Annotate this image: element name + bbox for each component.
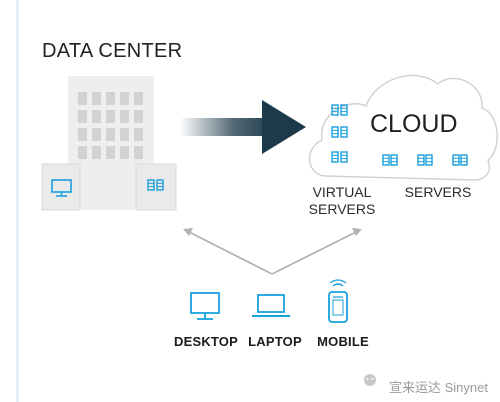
building-window xyxy=(106,128,115,141)
mobile-icon xyxy=(328,279,348,323)
device-connectors xyxy=(183,228,362,275)
building-window xyxy=(92,110,101,123)
building-window xyxy=(78,92,87,105)
virtual-servers-label: VIRTUAL SERVERS xyxy=(308,184,376,217)
building-window xyxy=(120,128,129,141)
server-icons xyxy=(382,154,468,166)
building-window xyxy=(78,110,87,123)
migration-arrow xyxy=(180,100,306,154)
building-window xyxy=(106,146,115,159)
building-monitor-block xyxy=(41,163,81,211)
data-center-building xyxy=(41,76,177,211)
virtual-server-icons xyxy=(331,104,348,163)
desktop-label: DESKTOP xyxy=(173,334,238,349)
watermark-logo xyxy=(364,374,376,386)
building-windows xyxy=(78,92,143,159)
building-window xyxy=(78,146,87,159)
monitor-icon xyxy=(51,179,72,197)
building-window xyxy=(134,110,143,123)
building-window xyxy=(120,146,129,159)
data-center-label: DATA CENTER xyxy=(42,40,183,62)
building-window xyxy=(78,128,87,141)
building-window xyxy=(134,92,143,105)
building-window xyxy=(92,146,101,159)
building-window xyxy=(92,92,101,105)
building-window xyxy=(134,146,143,159)
building-window xyxy=(120,92,129,105)
building-window xyxy=(106,92,115,105)
building-server-block xyxy=(135,163,177,211)
servers-label: SERVERS xyxy=(404,184,472,200)
building-window xyxy=(120,110,129,123)
building-window xyxy=(134,128,143,141)
laptop-label: LAPTOP xyxy=(248,334,302,349)
laptop-icon xyxy=(252,294,290,317)
left-accent-rule xyxy=(16,0,19,402)
cloud-label: CLOUD xyxy=(370,110,458,138)
mobile-label: MOBILE xyxy=(317,334,369,349)
watermark-text: 宣来运达 Sinynet xyxy=(389,380,488,395)
building-window xyxy=(106,110,115,123)
building-window xyxy=(92,128,101,141)
cloud-outline xyxy=(308,74,498,181)
desktop-icon xyxy=(190,292,220,320)
